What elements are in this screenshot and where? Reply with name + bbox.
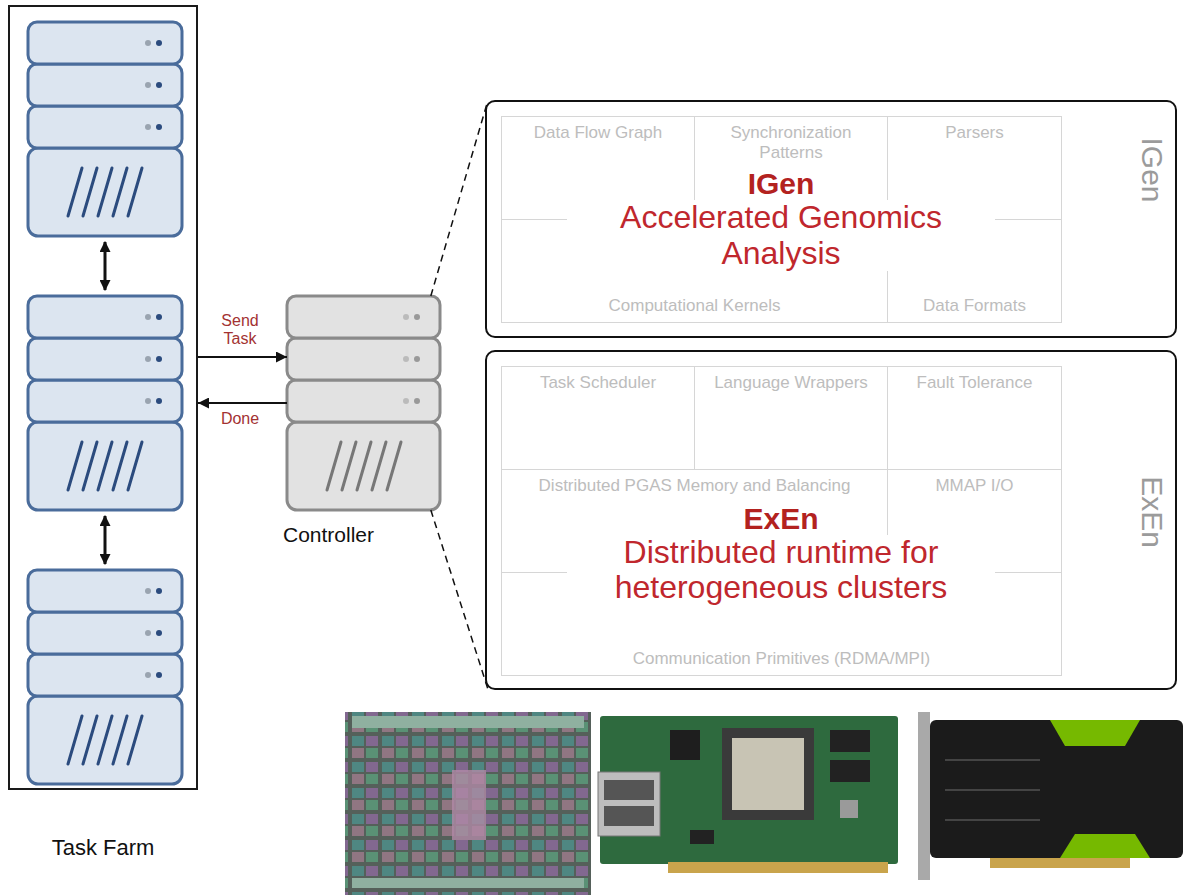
component-label: Language Wrappers: [703, 373, 879, 393]
zoom-line: [431, 101, 488, 296]
done-arrow: [198, 402, 287, 404]
fpga-board-photo: [830, 730, 870, 752]
text-slot: Communication Primitives (RDMA/MPI): [510, 649, 1053, 669]
component-label: Communication Primitives (RDMA/MPI): [510, 649, 1053, 669]
controller-stack: [287, 296, 440, 510]
text-slot: ExEnDistributed runtime for heterogeneou…: [501, 502, 1061, 605]
component-cell: Fault Tolerance: [887, 366, 1062, 470]
module-title: ExEn: [739, 502, 822, 535]
cpu-die-photo: [345, 712, 591, 895]
gpu-card-photo: [930, 720, 1183, 858]
text-slot: Data Formats: [896, 296, 1053, 316]
module-subtitle: Distributed runtime for heterogeneous cl…: [567, 535, 995, 605]
fpga-board-photo: [690, 830, 714, 844]
double-arrow: [104, 516, 107, 564]
fpga-board-photo: [722, 728, 814, 820]
edge-label-slot: Done: [212, 410, 268, 428]
cpu-die-photo: [352, 716, 584, 728]
fpga-board-photo: [670, 730, 700, 760]
component-label: Fault Tolerance: [896, 373, 1053, 393]
text-slot: Parsers: [896, 123, 1053, 143]
cpu-die-photo: [352, 878, 584, 888]
text-slot: Task Farm: [8, 835, 198, 861]
fpga-board-photo: [732, 738, 804, 810]
text-slot: Synchronization Patterns: [703, 123, 879, 162]
component-label: Parsers: [896, 123, 1053, 143]
edge-label: Done: [212, 410, 268, 428]
text-slot: MMAP I/O: [896, 476, 1053, 496]
gpu-card-photo: [945, 760, 1040, 820]
text-slot: Fault Tolerance: [896, 373, 1053, 393]
task-farm-box: Task Farm: [8, 5, 198, 790]
side-label: IGen: [1137, 137, 1167, 202]
component-label: Data Flow Graph: [510, 123, 686, 143]
component-label: Task Scheduler: [510, 373, 686, 393]
edge-label-slot: Send Task: [212, 312, 268, 349]
gpu-card-photo: [918, 712, 930, 880]
component-label: Data Formats: [896, 296, 1053, 316]
gpu-card-photo: [1060, 834, 1150, 858]
module-panel: ExEnDistributed runtime for heterogeneou…: [485, 350, 1177, 690]
component-label: Distributed PGAS Memory and Balancing: [510, 476, 879, 496]
server-stack: [28, 296, 182, 510]
module-panel: IGenAccelerated Genomics AnalysisIGenDat…: [485, 100, 1177, 338]
fpga-board-photo: [604, 780, 654, 800]
gpu-card-photo: [945, 759, 1040, 761]
fpga-board-photo: [598, 716, 898, 873]
component-cell: Language Wrappers: [694, 366, 888, 470]
text-slot: Computational Kernels: [510, 296, 879, 316]
component-label: Synchronization Patterns: [703, 123, 879, 162]
gpu-card-photo: [945, 819, 1040, 821]
component-cell: Task Scheduler: [501, 366, 695, 470]
server-stack: [28, 570, 182, 784]
node-label: Controller: [283, 522, 453, 547]
component-label: Computational Kernels: [510, 296, 879, 316]
module-subtitle: Accelerated Genomics Analysis: [567, 200, 995, 270]
text-slot: Language Wrappers: [703, 373, 879, 393]
text-slot: ExEn: [1137, 476, 1167, 548]
cpu-die-photo: [452, 770, 486, 840]
controller-node: Controller: [287, 296, 440, 510]
server-stack: [28, 22, 182, 236]
text-slot: IGenAccelerated Genomics Analysis: [501, 102, 1061, 336]
cpu-die-photo: [345, 712, 591, 895]
edge-label: Send Task: [212, 312, 268, 349]
gpu-card-photo: [918, 712, 1183, 880]
gpu-card-photo: [945, 789, 1040, 791]
fpga-board-photo: [668, 862, 888, 873]
text-slot: Task Scheduler: [510, 373, 686, 393]
module-title: IGen: [744, 167, 819, 200]
zoom-line: [431, 510, 488, 689]
component-label: MMAP I/O: [896, 476, 1053, 496]
cpu-die-photo: [345, 712, 591, 895]
fpga-board-photo: [840, 800, 858, 818]
fpga-board-photo: [598, 772, 660, 836]
text-slot: IGen: [1137, 137, 1167, 202]
group-label: Task Farm: [8, 835, 198, 861]
task-arrow: [198, 356, 287, 358]
gpu-card-photo: [1050, 720, 1140, 746]
side-label: ExEn: [1137, 476, 1167, 548]
text-slot: Data Flow Graph: [510, 123, 686, 143]
double-arrow: [104, 242, 107, 290]
fpga-board-photo: [604, 806, 654, 826]
text-slot: Controller: [283, 522, 453, 547]
fpga-board-photo: [600, 716, 898, 864]
fpga-board-photo: [830, 760, 870, 782]
text-slot: Distributed PGAS Memory and Balancing: [510, 476, 879, 496]
